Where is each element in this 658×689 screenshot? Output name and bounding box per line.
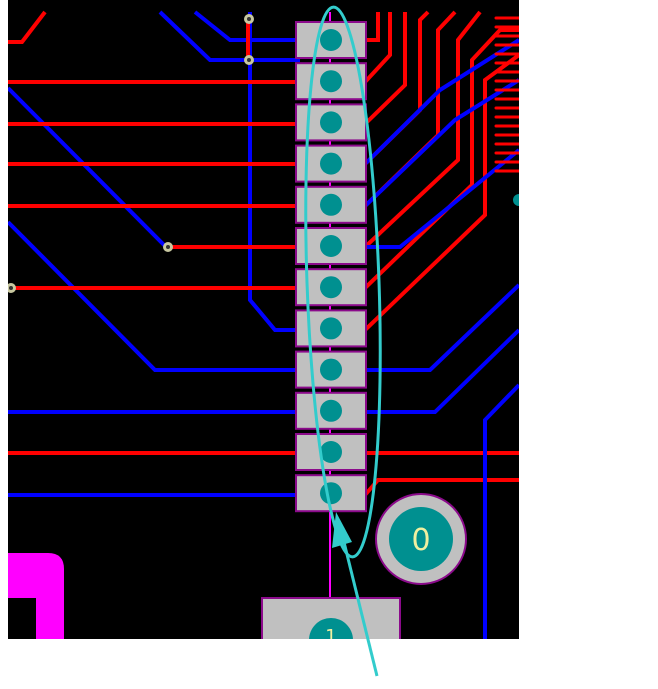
pad-hole (320, 441, 342, 463)
pad-hole (320, 358, 342, 381)
edge-fingers (494, 16, 519, 173)
red-traces-right (363, 10, 519, 497)
pad-hole (320, 111, 342, 134)
pad-hole (320, 29, 342, 51)
magenta-outline-shape (8, 553, 64, 639)
mounting-hole-label: 0 (411, 523, 430, 558)
arrow-line (339, 529, 379, 677)
pad-hole (320, 193, 342, 216)
mounting-hole: 0 (375, 493, 467, 585)
pad-hole (320, 152, 342, 175)
arrow-head-icon (332, 512, 352, 548)
edge-via (513, 194, 519, 206)
pad-hole (320, 70, 342, 93)
pad-hole (320, 276, 342, 299)
highlight-ellipse (304, 5, 382, 559)
red-traces-left (8, 10, 300, 455)
pad-hole (320, 399, 342, 422)
annotation (304, 5, 382, 677)
blue-traces-left (8, 10, 300, 497)
vias (8, 14, 254, 293)
pad-hole (320, 235, 342, 257)
bottom-pad: 1 (261, 597, 401, 647)
pad-hole (320, 317, 342, 340)
pad-hole (320, 482, 342, 505)
bottom-pad-label: 1 (325, 626, 336, 647)
pcb-traces: 0 1 (8, 10, 519, 647)
